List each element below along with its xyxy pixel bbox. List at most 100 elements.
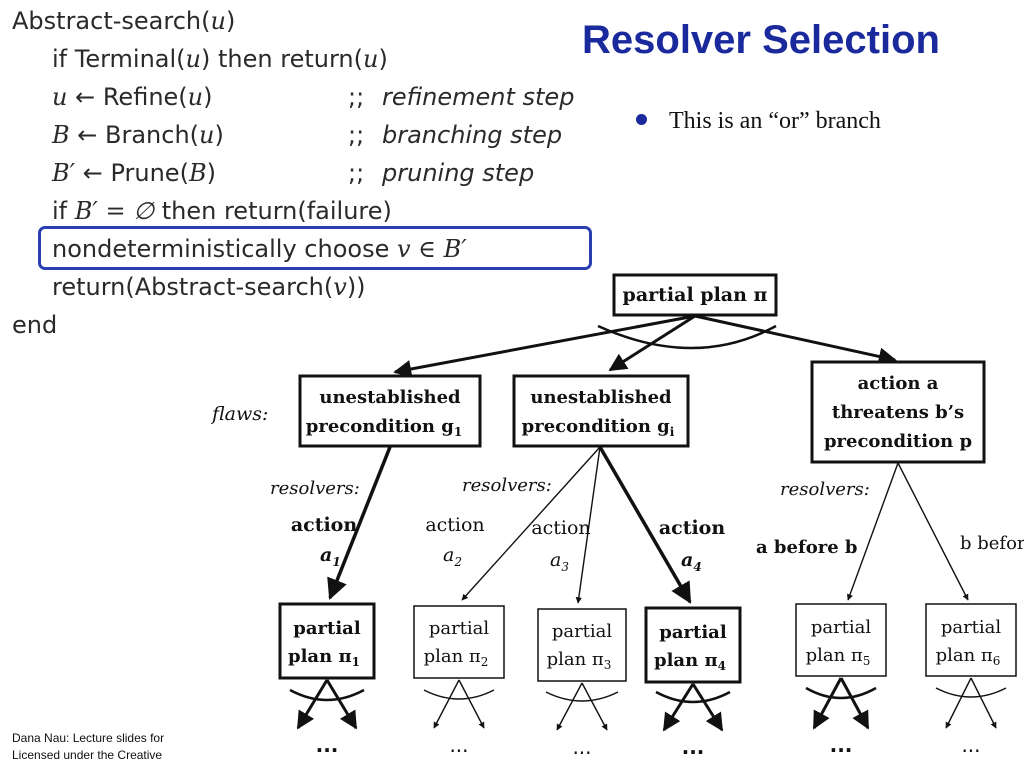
algo-l2-semi: ;; bbox=[348, 83, 365, 111]
resolvers-label-2: resolvers: bbox=[462, 475, 552, 496]
algo-l4-b: ← Prune( bbox=[75, 159, 189, 187]
resolver-label-a2: action a2 bbox=[425, 514, 484, 569]
svg-text:partial: partial bbox=[552, 621, 613, 642]
algo-header-close: ) bbox=[225, 7, 236, 35]
algo-line-return: return(Abstract-search(v)) bbox=[52, 270, 366, 304]
plan1-children: ... bbox=[289, 679, 365, 757]
svg-text:action: action bbox=[531, 517, 590, 539]
algo-l4-c: B bbox=[188, 159, 207, 187]
svg-text:a4: a4 bbox=[681, 549, 702, 574]
algo-line-terminal: if Terminal(u) then return(u) bbox=[52, 42, 388, 76]
credit-line-1: Dana Nau: Lecture slides for bbox=[12, 731, 165, 745]
plan6-children: ... bbox=[935, 677, 1007, 757]
plan4-node: partial plan π4 bbox=[644, 606, 742, 684]
flaw3-line3: precondition p bbox=[824, 431, 972, 452]
resolvers-label-3: resolvers: bbox=[780, 479, 870, 500]
algo-l2-a: u bbox=[52, 83, 68, 111]
edge-root-flaw2 bbox=[608, 314, 696, 372]
algo-l1-e: ) bbox=[378, 45, 388, 73]
edge-flaw2-plan4 bbox=[598, 446, 692, 604]
svg-text:...: ... bbox=[449, 733, 468, 757]
flaw2-line1: unestablished bbox=[530, 387, 672, 408]
svg-text:plan π4: plan π4 bbox=[654, 650, 726, 673]
svg-text:partial: partial bbox=[941, 617, 1002, 638]
footer-credit: Dana Nau: Lecture slides for Licensed un… bbox=[12, 730, 164, 764]
slide-title: Resolver Selection bbox=[582, 18, 940, 62]
algo-header-name: Abstract-search( bbox=[12, 7, 211, 35]
bullet-item: This is an “or” branch bbox=[636, 108, 881, 135]
svg-text:action: action bbox=[659, 517, 726, 539]
plan5-children: ... bbox=[805, 677, 877, 757]
edge-flaw2-plan3 bbox=[575, 446, 601, 604]
algo-header-var: u bbox=[210, 7, 226, 35]
algo-header: Abstract-search(u) bbox=[12, 4, 235, 38]
plan1-node: partial plan π1 bbox=[278, 602, 376, 680]
algo-l1-d: u bbox=[362, 45, 379, 73]
resolver-label-a3: action a3 bbox=[531, 517, 590, 574]
algo-l2-d: ) bbox=[203, 83, 213, 111]
resolvers-label-1: resolvers: bbox=[270, 478, 360, 499]
flaw3-line2: threatens b’s bbox=[832, 402, 964, 423]
algo-l7-b: v bbox=[333, 273, 347, 301]
edge-root-flaw1 bbox=[393, 314, 696, 378]
svg-text:a3: a3 bbox=[550, 549, 569, 574]
algo-l4-d: ) bbox=[206, 159, 216, 187]
svg-text:...: ... bbox=[572, 735, 591, 759]
root-or-arc bbox=[597, 324, 777, 350]
algo-l3-a: B bbox=[52, 121, 70, 149]
algo-l3-semi: ;; bbox=[348, 121, 365, 149]
svg-text:...: ... bbox=[316, 733, 339, 757]
svg-text:partial: partial bbox=[429, 618, 490, 639]
svg-text:plan π5: plan π5 bbox=[806, 645, 871, 668]
flaw2-line2: precondition gi bbox=[522, 416, 675, 439]
algo-l5-a: if bbox=[52, 197, 75, 225]
root-label: partial plan π bbox=[623, 284, 768, 306]
svg-text:plan π3: plan π3 bbox=[547, 649, 612, 672]
resolver-label-a-before-b: a before b bbox=[756, 537, 858, 558]
algo-l6-b: v ∈ B′ bbox=[396, 235, 467, 263]
flaw3-node: action a threatens b’s precondition p bbox=[810, 360, 986, 464]
svg-text:action: action bbox=[425, 514, 484, 536]
bullet-text: This is an “or” branch bbox=[669, 108, 881, 134]
svg-text:a1: a1 bbox=[320, 544, 341, 569]
svg-text:...: ... bbox=[830, 733, 853, 757]
resolver-label-b-before: b before bbox=[960, 533, 1024, 554]
highlight-choose-box bbox=[38, 226, 592, 270]
algo-end: end bbox=[12, 311, 58, 339]
edge-flaw3-plan5 bbox=[846, 462, 899, 601]
root-node: partial plan π bbox=[612, 273, 778, 317]
svg-text:...: ... bbox=[682, 735, 705, 759]
edge-flaw1-plan1 bbox=[327, 446, 392, 600]
algo-l7-a: return(Abstract-search( bbox=[52, 273, 334, 301]
svg-text:plan π6: plan π6 bbox=[936, 645, 1001, 668]
svg-text:a2: a2 bbox=[443, 544, 462, 569]
svg-text:partial: partial bbox=[293, 618, 361, 639]
flaw1-line2: precondition g1 bbox=[306, 416, 462, 439]
algo-l3-comment: branching step bbox=[382, 121, 563, 149]
flaw1-node: unestablished precondition g1 bbox=[298, 374, 482, 448]
algo-l2-b: ← Refine( bbox=[67, 83, 188, 111]
algo-l2-comment: refinement step bbox=[382, 83, 575, 111]
svg-text:...: ... bbox=[961, 733, 980, 757]
plan2-children: ... bbox=[423, 679, 495, 757]
plan3-children: ... bbox=[545, 682, 619, 759]
plan5-node: partial plan π5 bbox=[795, 603, 887, 677]
algo-line-branch: B ← Branch(u) ;; branching step bbox=[52, 118, 632, 152]
resolver-label-a1: action a1 bbox=[291, 514, 358, 569]
svg-text:plan π2: plan π2 bbox=[424, 646, 489, 669]
flaw1-line1: unestablished bbox=[319, 387, 461, 408]
plan3-node: partial plan π3 bbox=[537, 608, 627, 682]
credit-line-2: Licensed under the Creative bbox=[12, 748, 163, 762]
algo-line-prune: B′ ← Prune(B) ;; pruning step bbox=[52, 156, 632, 190]
flaw3-line1: action a bbox=[858, 373, 939, 394]
algo-l3-d: ) bbox=[214, 121, 224, 149]
plan6-node: partial plan π6 bbox=[925, 603, 1017, 677]
algo-l5-c: then return(failure) bbox=[154, 197, 392, 225]
resolver-label-a4: action a4 bbox=[659, 517, 726, 574]
algo-l2-c: u bbox=[187, 83, 204, 111]
flaws-label: flaws: bbox=[210, 403, 268, 425]
algo-l4-comment: pruning step bbox=[382, 159, 535, 187]
algo-l6-a: nondeterministically choose bbox=[52, 235, 397, 263]
algo-l3-c: u bbox=[199, 121, 215, 149]
